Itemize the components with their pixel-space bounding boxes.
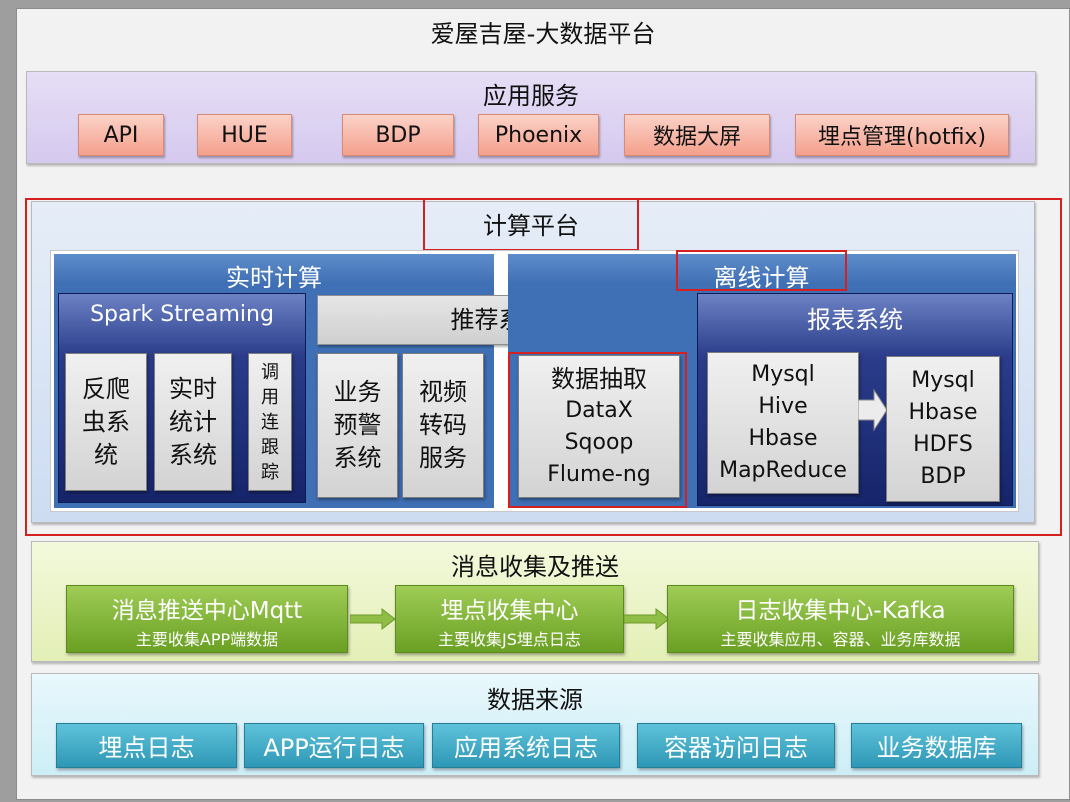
video-transcode-line-2: 转码 [419, 411, 467, 439]
mqtt-push-center-sub: 主要收集APP端数据 [135, 630, 279, 649]
report-target-box: Mysql Hbase HDFS BDP [886, 356, 1000, 502]
realtime-stats-line-3: 系统 [169, 440, 217, 469]
kafka-log-center-label: 日志收集中心-Kafka [735, 598, 946, 624]
data-extract-line-4: Flume-ng [547, 461, 651, 487]
realtime-stats-box: 实时 统计 系统 [154, 353, 232, 491]
report-target-line-3: HDFS [913, 432, 973, 457]
data-extract-line-3: Sqoop [564, 429, 634, 455]
kafka-log-center-box: 日志收集中心-Kafka 主要收集应用、容器、业务库数据 [667, 585, 1014, 653]
report-target-line-2: Hbase [908, 400, 978, 425]
tracking-collect-center-sub: 主要收集JS埋点日志 [438, 630, 581, 649]
tracking-collect-center-box: 埋点收集中心 主要收集JS埋点日志 [395, 585, 624, 653]
report-target-line-1: Mysql [911, 368, 975, 393]
report-target-line-4: BDP [920, 464, 966, 489]
anti-crawler-box: 反爬 虫系 统 [65, 353, 147, 491]
app-item-phoenix: Phoenix [478, 114, 599, 156]
data-extract-box: 数据抽取 DataX Sqoop Flume-ng [518, 355, 680, 498]
call-chain-line-4: 跟 [261, 436, 279, 458]
source-container-access-log: 容器访问日志 [637, 723, 835, 768]
call-chain-line-3: 连 [261, 411, 279, 433]
compute-title: 计算平台 [483, 212, 579, 240]
report-source-line-2: Hive [758, 394, 808, 419]
data-extract-line-2: DataX [565, 397, 633, 423]
call-chain-line-1: 调 [261, 361, 279, 383]
realtime-stats-line-1: 实时 [169, 374, 217, 403]
video-transcode-line-3: 服务 [419, 444, 467, 472]
source-tracking-log: 埋点日志 [56, 723, 237, 768]
offline-title: 离线计算 [713, 264, 810, 292]
app-item-api: API [78, 114, 164, 156]
anti-crawler-line-2: 虫系 [82, 407, 130, 436]
report-source-box: Mysql Hive Hbase MapReduce [707, 352, 859, 494]
anti-crawler-line-1: 反爬 [82, 374, 130, 403]
report-source-line-4: MapReduce [719, 458, 847, 483]
app-service-title: 应用服务 [483, 82, 579, 110]
business-alert-line-3: 系统 [333, 444, 382, 472]
anti-crawler-line-3: 统 [94, 440, 118, 469]
offline-title-highlight [676, 250, 847, 291]
data-extract-line-1: 数据抽取 [551, 364, 647, 393]
business-alert-box: 业务 预警 系统 [317, 353, 398, 498]
call-chain-tracing-box: 调 用 连 跟 踪 [248, 353, 292, 491]
report-source-line-3: Hbase [748, 426, 818, 451]
source-business-db: 业务数据库 [851, 723, 1022, 768]
report-arrow-icon [858, 388, 888, 432]
business-alert-line-1: 业务 [333, 378, 382, 406]
call-chain-line-5: 踪 [261, 461, 279, 483]
arrow-right-icon [350, 608, 396, 630]
business-alert-line-2: 预警 [333, 411, 382, 439]
mqtt-push-center-label: 消息推送中心Mqtt [111, 598, 303, 624]
app-item-bdp: BDP [342, 114, 454, 156]
arrow-right-icon [624, 608, 670, 630]
source-app-run-log: APP运行日志 [244, 723, 424, 768]
mqtt-push-center-box: 消息推送中心Mqtt 主要收集APP端数据 [66, 585, 348, 653]
call-chain-line-2: 用 [261, 386, 279, 408]
video-transcode-line-1: 视频 [419, 378, 467, 406]
data-extract-highlight [508, 352, 687, 508]
source-app-system-log: 应用系统日志 [432, 723, 620, 768]
messaging-title: 消息收集及推送 [451, 553, 619, 581]
tracking-collect-center-label: 埋点收集中心 [440, 598, 579, 624]
realtime-stats-line-2: 统计 [169, 407, 217, 436]
report-source-line-1: Mysql [751, 362, 815, 387]
app-item-tracking-mgmt: 埋点管理(hotfix) [795, 114, 1009, 156]
report-system-title: 报表系统 [807, 306, 903, 334]
app-item-data-screen: 数据大屏 [624, 114, 770, 156]
app-item-hue: HUE [197, 114, 292, 156]
page-title: 爱屋吉屋-大数据平台 [430, 20, 656, 48]
datasource-title: 数据来源 [487, 686, 583, 714]
spark-streaming-title: Spark Streaming [90, 302, 274, 327]
video-transcode-box: 视频 转码 服务 [402, 353, 484, 498]
kafka-log-center-sub: 主要收集应用、容器、业务库数据 [720, 630, 961, 649]
realtime-title: 实时计算 [226, 264, 322, 292]
